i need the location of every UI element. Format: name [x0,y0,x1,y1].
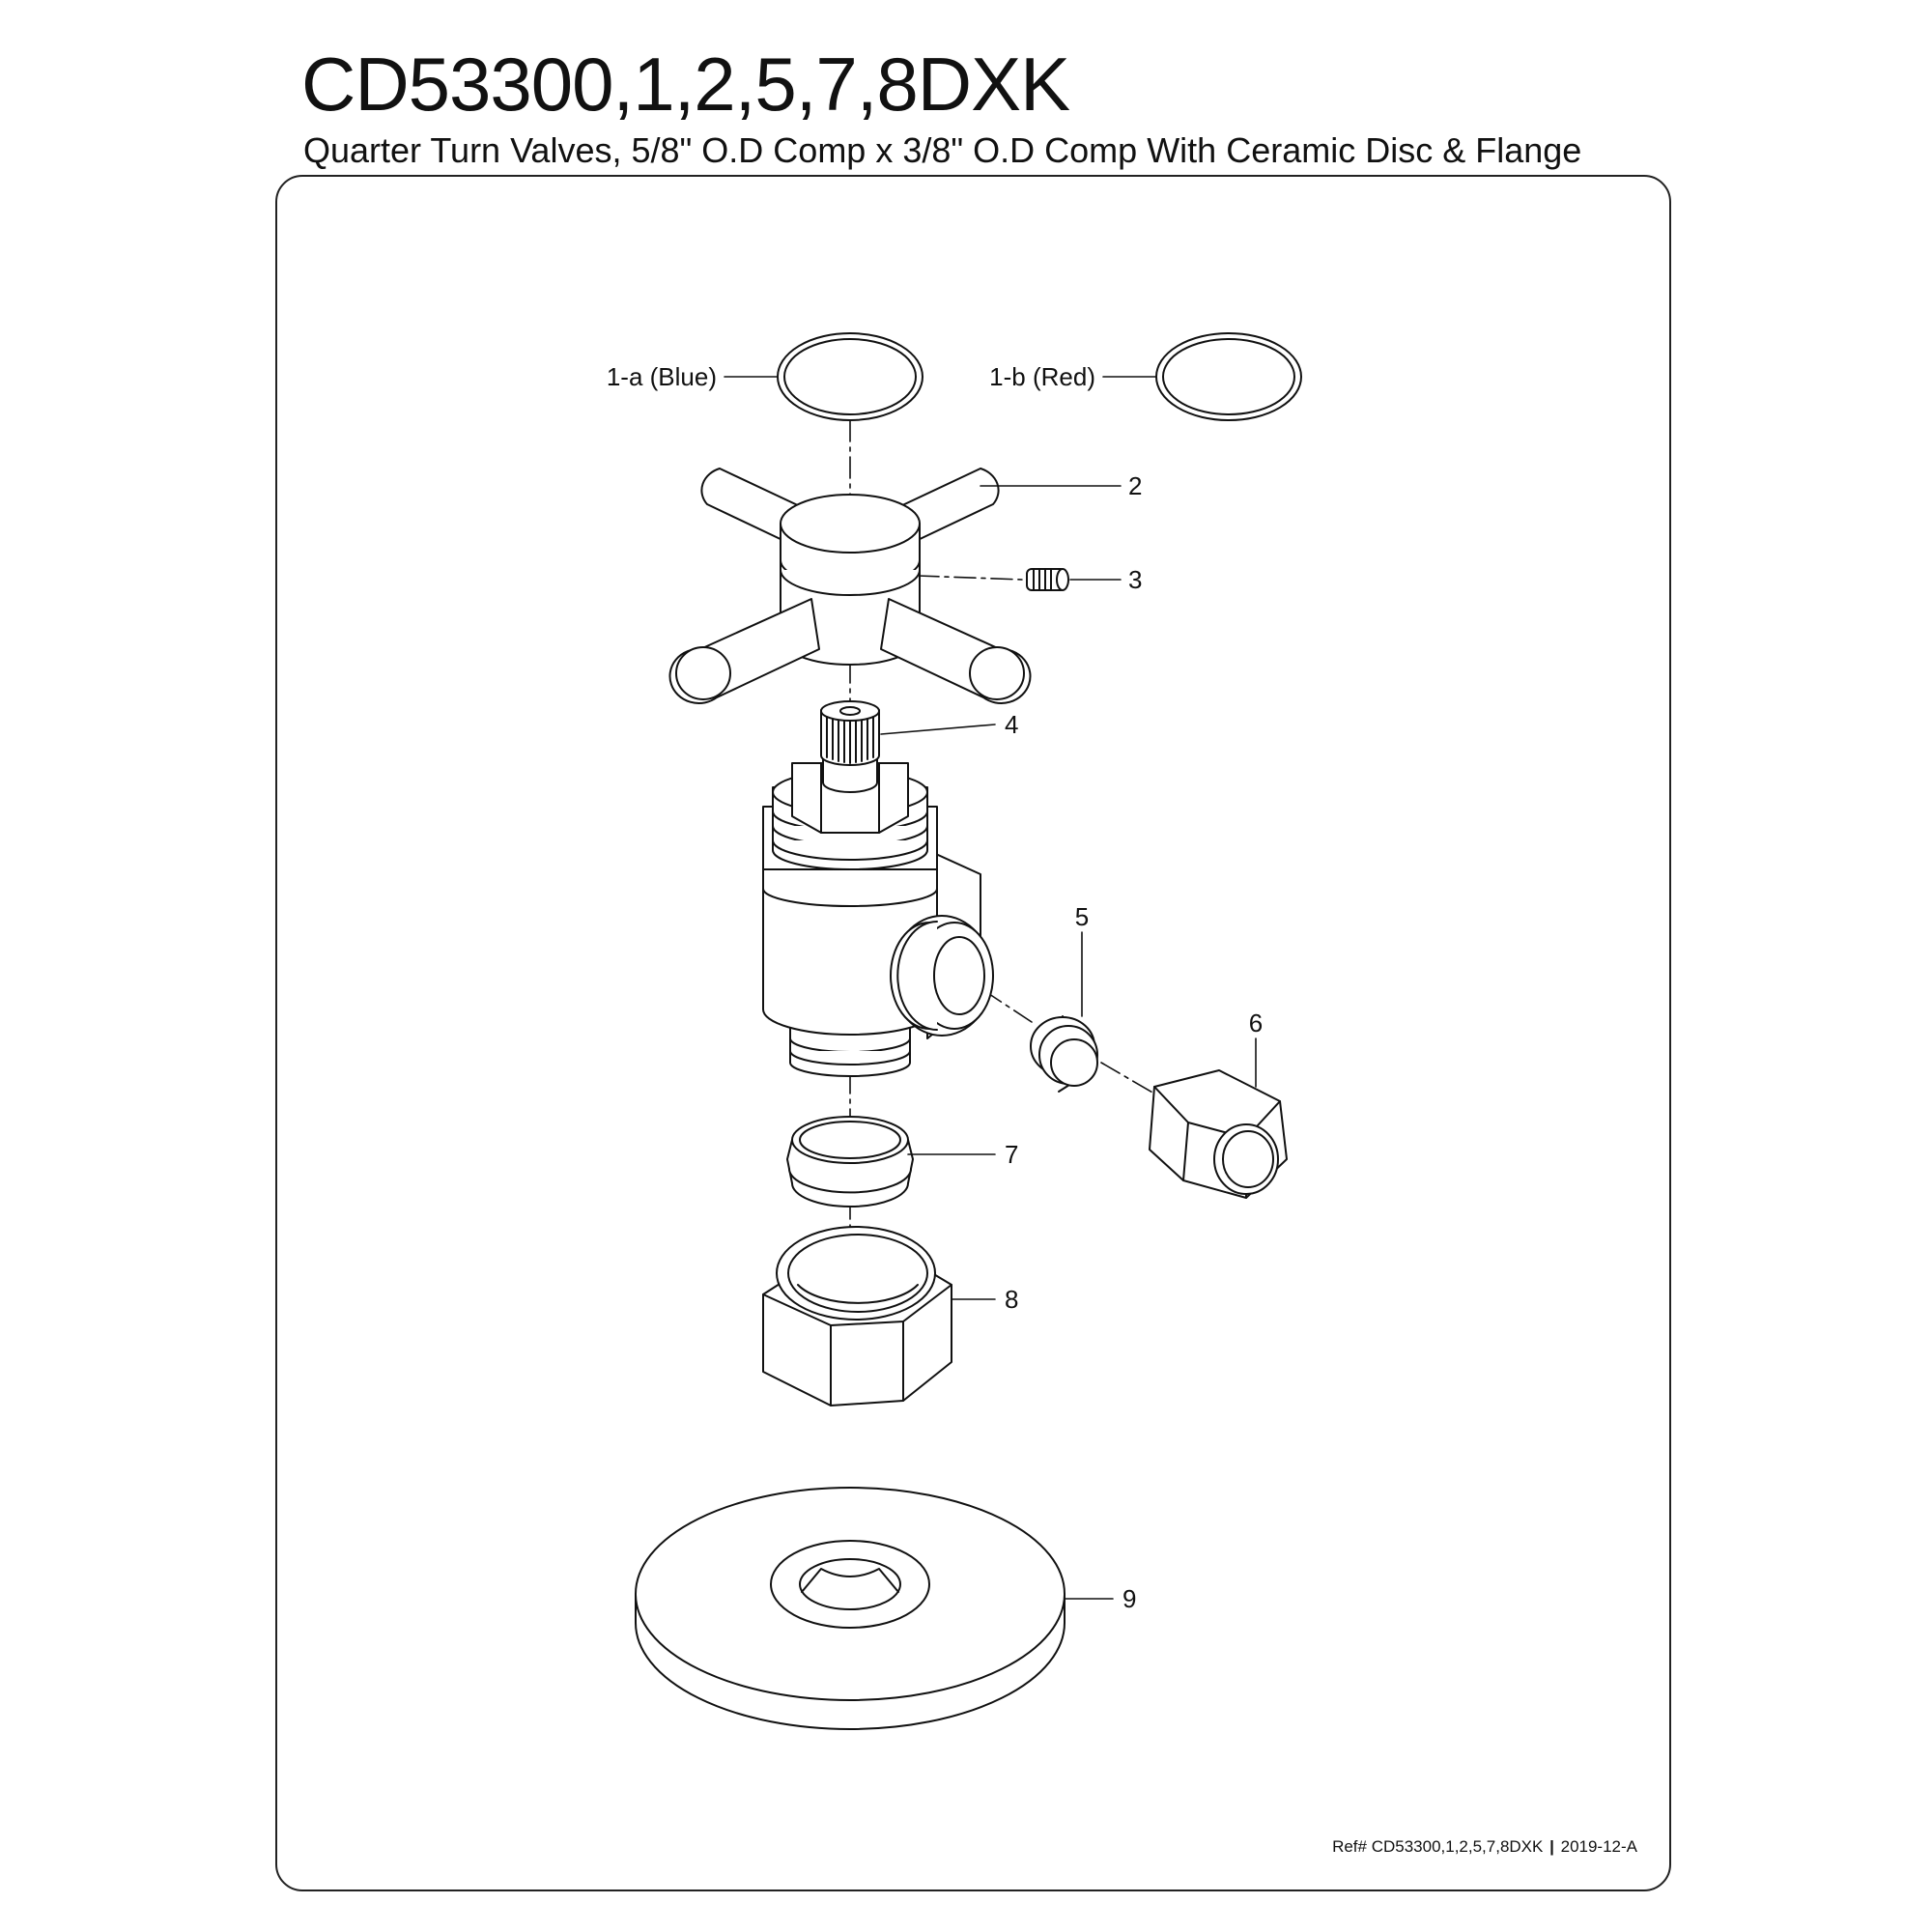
flange [635,1487,1065,1730]
callout-1b-label: 1-b (Red) [989,362,1095,391]
reference-code: Ref# CD53300,1,2,5,7,8DXK [1332,1837,1544,1856]
set-screw [1026,568,1069,591]
drawing-title: CD53300,1,2,5,7,8DXK [301,42,1070,127]
callout-7-label: 7 [1005,1140,1018,1169]
drawing-frame [275,175,1671,1891]
callout-1a-label: 1-a (Blue) [607,362,717,391]
callout-4-label: 4 [1005,710,1018,739]
callout-3-label: 3 [1128,565,1142,594]
valve-body [762,700,994,1077]
compression-sleeve-small [1030,1015,1098,1093]
o-ring-red [1155,332,1302,421]
cross-handle [668,468,1032,704]
reference-footer: Ref# CD53300,1,2,5,7,8DXK | 2019-12-A [1332,1838,1637,1855]
reference-separator: | [1549,1837,1554,1856]
compression-sleeve-large [786,1116,914,1208]
callout-5-label: 5 [1075,902,1089,931]
callout-8-label: 8 [1005,1285,1018,1314]
o-ring-blue [777,332,923,421]
revision-code: 2019-12-A [1560,1837,1637,1856]
compression-nut-small [1149,1069,1288,1199]
callout-6-label: 6 [1249,1009,1263,1037]
callout-9-label: 9 [1122,1584,1136,1613]
callout-2-label: 2 [1128,471,1142,500]
drawing-subtitle: Quarter Turn Valves, 5/8" O.D Comp x 3/8… [303,130,1582,170]
compression-nut-large [762,1226,952,1406]
leader-lines [724,376,1257,1600]
